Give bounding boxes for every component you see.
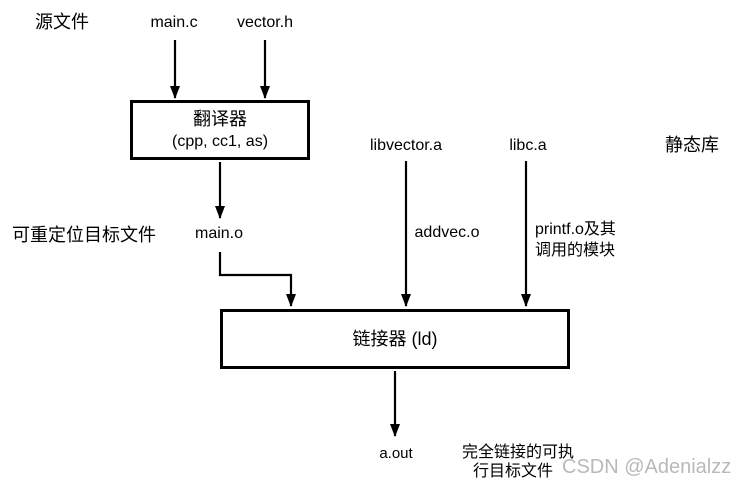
label-executable-object-file: 完全链接的可执 行目标文件	[462, 443, 574, 481]
file-main-c: main.c	[150, 14, 198, 31]
file-addvec-o: addvec.o	[414, 224, 480, 241]
translator-title: 翻译器	[193, 108, 247, 129]
translator-box: 翻译器 (cpp, cc1, as)	[130, 100, 310, 160]
translator-tools: (cpp, cc1, as)	[171, 132, 269, 150]
label-static-library: 静态库	[665, 135, 719, 155]
label-source-files: 源文件	[35, 12, 89, 32]
linker-title: 链接器 (ld)	[352, 328, 438, 349]
arrow-main-o-to-linker	[218, 252, 296, 307]
file-vector-h: vector.h	[236, 14, 294, 31]
file-printf-o-line1: printf.o及其	[535, 221, 616, 238]
file-libc-a: libc.a	[509, 137, 547, 154]
file-libvector-a: libvector.a	[369, 137, 443, 154]
label-relocatable-object-files: 可重定位目标文件	[12, 225, 156, 245]
file-a-out: a.out	[379, 445, 413, 462]
file-printf-o-line2: 调用的模块	[535, 242, 616, 259]
csdn-watermark: CSDN @Adenialzz	[562, 456, 732, 478]
linker-box: 链接器 (ld)	[220, 309, 570, 369]
file-printf-o: printf.o及其 调用的模块	[535, 219, 616, 261]
label-executable-line1: 完全链接的可执	[462, 444, 575, 461]
label-executable-line2: 行目标文件	[473, 463, 554, 480]
file-main-o: main.o	[194, 225, 244, 242]
